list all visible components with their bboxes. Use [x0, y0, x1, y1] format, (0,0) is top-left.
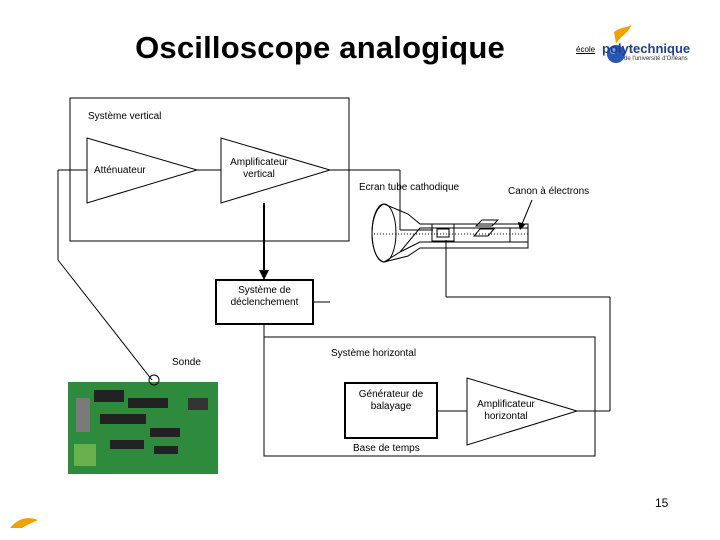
- label-vertical-system: Système vertical: [88, 111, 162, 122]
- label-attenuator: Atténuateur: [94, 165, 146, 176]
- deflection-plate-box: [431, 223, 455, 242]
- horizontal-system-box: [263, 336, 596, 457]
- logo-prefix: école: [576, 45, 596, 54]
- label-trigger-system: Système de déclenchement: [230, 285, 299, 308]
- label-horizontal-system: Système horizontal: [331, 348, 417, 359]
- logo-graphic: [607, 24, 632, 63]
- label-probe: Sonde: [172, 357, 201, 368]
- page-number: 15: [655, 496, 669, 510]
- label-horizontal-amplifier: Amplificateur horizontal: [477, 399, 535, 422]
- deflection-plate: [472, 228, 496, 237]
- horizontal-amplifier-triangle: [466, 377, 579, 446]
- label-vertical-amplifier: Amplificateur vertical: [230, 157, 288, 180]
- footer-logo-graphic: [10, 518, 38, 528]
- footer-logo: [8, 512, 48, 537]
- label-sweep-generator: Générateur de balayage: [358, 389, 424, 412]
- slide-title: Oscilloscope analogique: [135, 30, 505, 65]
- circuit-board-image: [68, 374, 218, 474]
- logo-subtitle: de l'université d'Orléans: [624, 56, 688, 62]
- label-time-base: Base de temps: [353, 443, 420, 454]
- label-electron-gun: Canon à électrons: [508, 186, 590, 197]
- logo-name: polytechnique: [602, 41, 691, 56]
- label-crt-screen: Ecran tube cathodique: [359, 182, 460, 193]
- polytechnique-logo: école polytechnique de l'université d'Or…: [572, 22, 692, 70]
